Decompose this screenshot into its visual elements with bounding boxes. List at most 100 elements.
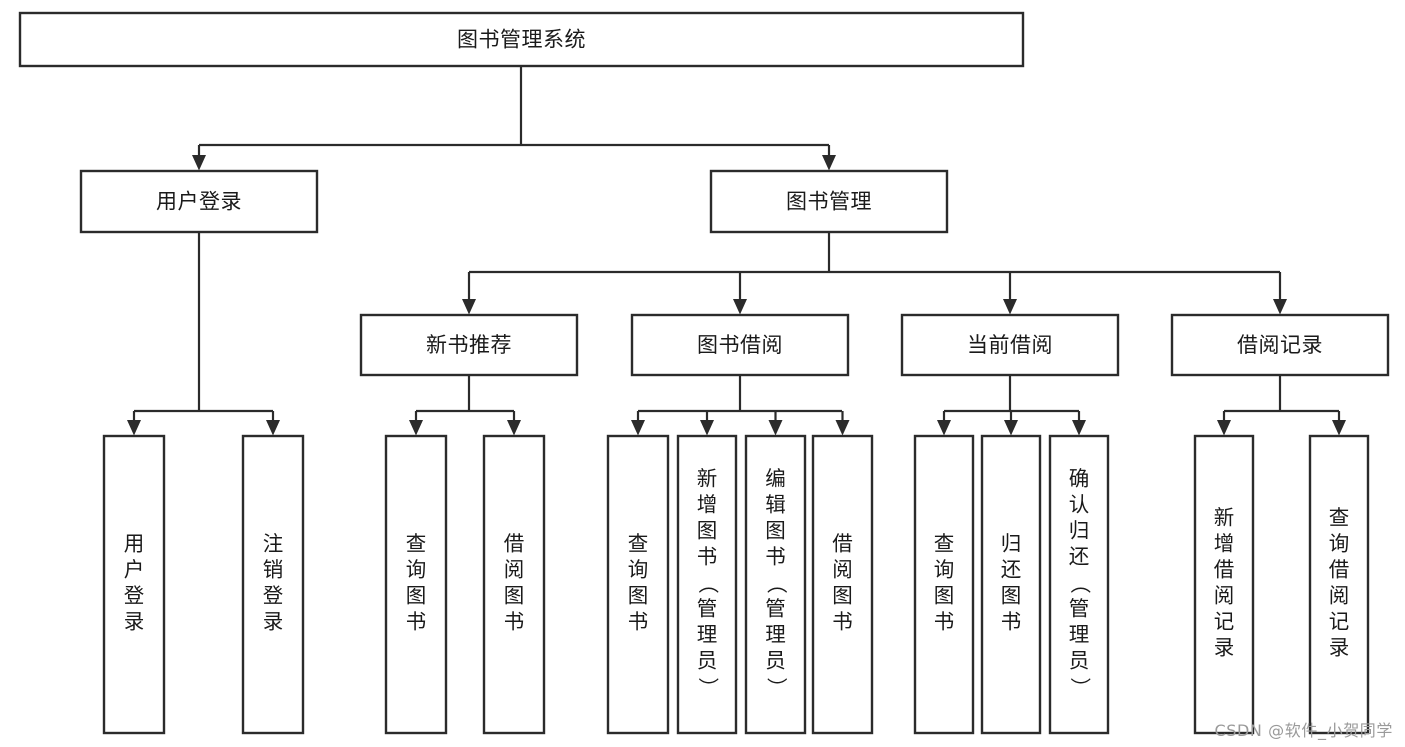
node-label-char: （ xyxy=(765,573,789,594)
node-box xyxy=(913,434,975,735)
arrow-head-icon xyxy=(1004,420,1018,436)
node-book-manage[interactable]: 图书管理 xyxy=(709,169,949,234)
node-leaf-user-login[interactable]: 用户登录用户登录 xyxy=(102,434,166,735)
node-box xyxy=(1048,434,1110,735)
node-label: 当前借阅 xyxy=(967,333,1053,357)
node-borrow-record[interactable]: 借阅记录 xyxy=(1170,313,1390,377)
connector-book-borrow-bus xyxy=(638,375,842,413)
connector-book-manage-bus xyxy=(469,232,1280,274)
node-label-char: 登 xyxy=(263,584,284,608)
node-label-char: 员 xyxy=(697,649,718,673)
node-label-char: 增 xyxy=(697,493,718,517)
node-label-char: 销 xyxy=(263,558,284,582)
node-label-char: 理 xyxy=(765,623,786,647)
node-label-char: ） xyxy=(696,677,720,698)
node-leaf-query-record[interactable]: 查询借阅记录查询借阅记录 xyxy=(1308,434,1370,735)
arrow-head-icon xyxy=(937,420,951,436)
node-current-borrow[interactable]: 当前借阅 xyxy=(900,313,1120,377)
arrow-head-icon xyxy=(409,420,423,436)
node-label-char: 注 xyxy=(263,532,284,556)
edge-current_borrow-to-leaf_confirm_return xyxy=(1072,411,1086,436)
node-label-char: 确 xyxy=(1069,467,1090,491)
edge-borrow_record-to-leaf_add_record xyxy=(1217,411,1231,436)
csdn-watermark: CSDN @软件_小贺同学 xyxy=(1214,721,1393,740)
node-label-char: 询 xyxy=(628,558,649,582)
node-label-char: 管 xyxy=(765,597,786,621)
node-new-book-rec[interactable]: 新书推荐 xyxy=(359,313,579,377)
edge-book_borrow-to-leaf_borrow_book_2 xyxy=(835,411,850,436)
edge-new_book_rec-to-leaf_borrow_book_1 xyxy=(507,411,521,436)
node-label-char: ） xyxy=(765,677,789,698)
node-label: 图书管理 xyxy=(786,190,872,214)
edge-root-to-user_login xyxy=(192,145,206,171)
node-label-char: 用 xyxy=(124,532,145,556)
node-root[interactable]: 图书管理系统 xyxy=(18,11,1025,68)
node-label-char: 书 xyxy=(1001,610,1022,634)
node-book-borrow[interactable]: 图书借阅 xyxy=(630,313,850,377)
node-box xyxy=(1308,434,1370,735)
node-box xyxy=(630,313,850,377)
node-label: 借阅记录 xyxy=(1237,333,1323,357)
node-label-char: 书 xyxy=(765,545,786,569)
node-label-char: （ xyxy=(696,573,720,594)
node-leaf-borrow-book-2[interactable]: 借阅图书借阅图书 xyxy=(811,434,874,735)
node-label-char: 书 xyxy=(504,610,525,634)
node-leaf-add-record[interactable]: 新增借阅记录新增借阅记录 xyxy=(1193,434,1255,735)
arrow-head-icon xyxy=(822,155,836,171)
node-label-char: 查 xyxy=(934,532,955,556)
node-leaf-return-book[interactable]: 归还图书归还图书 xyxy=(980,434,1042,735)
arrow-head-icon xyxy=(1273,299,1287,315)
connector-current-borrow-bus xyxy=(944,375,1079,413)
node-user-login[interactable]: 用户登录 xyxy=(79,169,319,234)
node-box xyxy=(241,434,305,735)
node-label-char: 图 xyxy=(765,519,786,543)
node-leaf-logout[interactable]: 注销登录注销登录 xyxy=(241,434,305,735)
edge-book_borrow-to-leaf_query_book_2 xyxy=(631,411,645,436)
node-label-char: 借 xyxy=(1329,558,1350,582)
node-label-char: 阅 xyxy=(1214,584,1235,608)
node-leaf-query-book-2[interactable]: 查询图书查询图书 xyxy=(606,434,670,735)
node-label-char: 新 xyxy=(1214,506,1235,530)
arrow-head-icon xyxy=(1003,299,1017,315)
edge-book_borrow-to-leaf_edit_book xyxy=(768,411,783,436)
arrow-head-icon xyxy=(835,420,850,436)
node-label-char: 图 xyxy=(406,584,427,608)
node-label-char: 增 xyxy=(1214,532,1235,556)
node-label-char: 理 xyxy=(1069,623,1090,647)
node-label-char: 查 xyxy=(1329,506,1350,530)
node-label-char: 录 xyxy=(263,610,284,634)
edge-new_book_rec-to-leaf_query_book_1 xyxy=(409,411,423,436)
node-leaf-query-book-3[interactable]: 查询图书查询图书 xyxy=(913,434,975,735)
node-label-char: 记 xyxy=(1214,610,1235,634)
node-label-char: 辑 xyxy=(765,493,786,517)
node-box xyxy=(359,313,579,377)
connector-borrow-record-bus xyxy=(1224,375,1339,413)
edge-current_borrow-to-leaf_return_book xyxy=(1004,411,1018,436)
node-box xyxy=(18,11,1025,68)
node-leaf-borrow-book-1[interactable]: 借阅图书借阅图书 xyxy=(482,434,546,735)
node-leaf-query-book-1[interactable]: 查询图书查询图书 xyxy=(384,434,448,735)
node-box xyxy=(900,313,1120,377)
arrow-head-icon xyxy=(631,420,645,436)
node-label: 图书借阅 xyxy=(697,333,783,357)
node-label-char: 理 xyxy=(697,623,718,647)
node-box xyxy=(980,434,1042,735)
node-label-char: 借 xyxy=(832,532,853,556)
connector-user-login-bus xyxy=(134,232,273,413)
node-label: 图书管理系统 xyxy=(457,28,586,52)
arrow-head-icon xyxy=(1217,420,1231,436)
node-label-char: 借 xyxy=(504,532,525,556)
node-label-char: 录 xyxy=(1329,636,1350,660)
node-label-char: 录 xyxy=(1214,636,1235,660)
node-box xyxy=(79,169,319,234)
connector-root-bus xyxy=(199,66,829,147)
node-label-char: 图 xyxy=(697,519,718,543)
edge-book_manage-to-current_borrow xyxy=(1003,272,1017,315)
node-label: 用户登录 xyxy=(156,190,242,214)
node-label-char: 还 xyxy=(1069,545,1090,569)
